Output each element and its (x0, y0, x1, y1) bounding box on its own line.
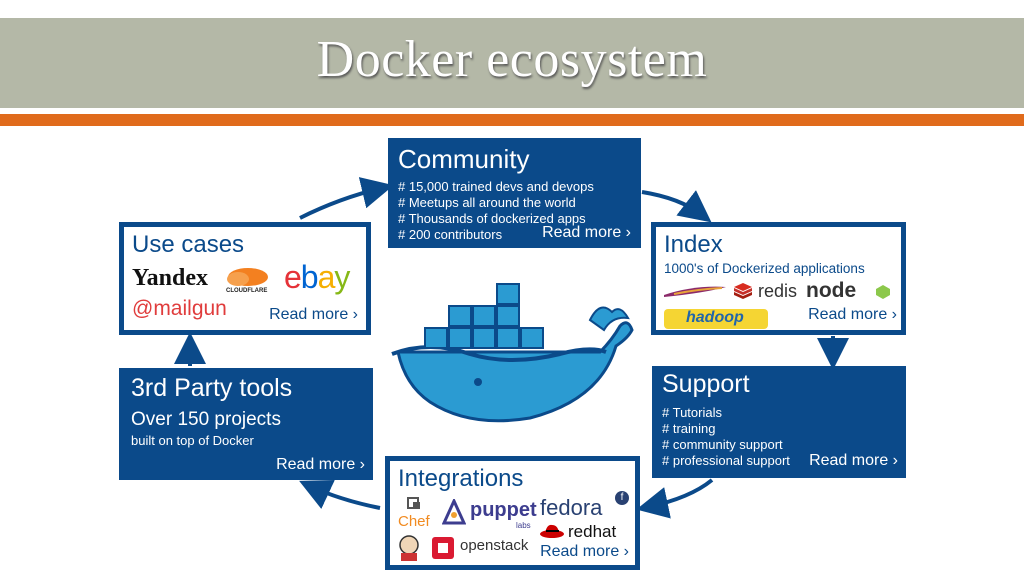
support-box: Support # Tutorials # training # communi… (652, 366, 906, 478)
openstack-logo: openstack (460, 537, 529, 554)
hadoop-logo: hadoop (686, 309, 744, 326)
redhat-icon (540, 523, 564, 539)
support-bullet: # training (662, 421, 716, 436)
community-bullet: # Thousands of dockerized apps (398, 211, 586, 226)
third-party-tools-box: 3rd Party tools Over 150 projects built … (119, 368, 373, 480)
mailgun-logo: @mailgun (132, 297, 227, 320)
cloudflare-logo-text: CLOUDFLARE (226, 288, 268, 294)
openstack-icon (432, 537, 454, 559)
community-box: Community # 15,000 trained devs and devo… (388, 138, 641, 248)
use-cases-box: Use cases Yandex CLOUDFLARE ebay @mailgu… (119, 222, 371, 335)
integrations-read-more-link[interactable]: Read more › (540, 543, 629, 560)
yandex-logo: Yandex (132, 265, 209, 291)
jenkins-icon (398, 535, 420, 561)
redis-icon (732, 281, 754, 303)
chef-logo: Chef (398, 513, 430, 530)
use-cases-heading: Use cases (132, 231, 245, 258)
index-subtitle: 1000's of Dockerized applications (664, 261, 865, 276)
title-bar (0, 18, 1024, 108)
support-heading: Support (662, 370, 750, 398)
arrow-community-to-index (641, 190, 712, 223)
third-party-count: Over 150 projects (131, 409, 281, 430)
index-read-more-link[interactable]: Read more › (808, 306, 897, 323)
community-bullet: # 15,000 trained devs and devops (398, 179, 594, 194)
divider-line (0, 108, 1024, 112)
hadoop-logo-badge (664, 309, 768, 329)
support-read-more-link[interactable]: Read more › (809, 452, 898, 469)
third-party-heading: 3rd Party tools (131, 374, 293, 402)
community-heading: Community (398, 144, 530, 174)
accent-bar (0, 114, 1024, 126)
index-heading: Index (664, 231, 723, 258)
arrow-usecases-to-community (299, 177, 394, 220)
docker-whale-icon (391, 283, 634, 423)
community-read-more-link[interactable]: Read more › (542, 224, 631, 241)
arrow-integrations-to-3rdparty (299, 479, 381, 510)
puppet-labs-text: labs (516, 521, 531, 530)
node-hex-icon (876, 285, 890, 299)
redhat-logo: redhat (568, 522, 617, 541)
community-bullet: # Meetups all around the world (398, 195, 576, 210)
integrations-box: Integrations Chef puppet labs fedora f r… (385, 456, 640, 570)
support-bullet: # community support (662, 437, 783, 452)
support-bullet: # professional support (662, 453, 790, 468)
index-box: Index 1000's of Dockerized applications … (651, 222, 906, 335)
chef-icon (406, 497, 422, 511)
third-party-read-more-link[interactable]: Read more › (276, 456, 365, 473)
fedora-infinity-icon: f (615, 491, 629, 505)
node-logo: node (806, 279, 857, 302)
arrow-support-to-integrations (636, 478, 714, 519)
puppet-icon (441, 497, 467, 525)
feather-icon (664, 285, 726, 299)
redis-logo: redis (758, 281, 798, 301)
community-bullet: # 200 contributors (398, 227, 503, 242)
cloudflare-icon (222, 265, 270, 287)
fedora-logo: fedora (540, 495, 603, 520)
page-title: Docker ecosystem (316, 31, 708, 88)
third-party-caption: built on top of Docker (131, 433, 254, 448)
ebay-logo: ebay (284, 259, 350, 295)
puppet-logo: puppet (470, 499, 537, 521)
integrations-heading: Integrations (398, 465, 524, 492)
use-cases-read-more-link[interactable]: Read more › (269, 306, 358, 323)
support-bullet: # Tutorials (662, 405, 722, 420)
